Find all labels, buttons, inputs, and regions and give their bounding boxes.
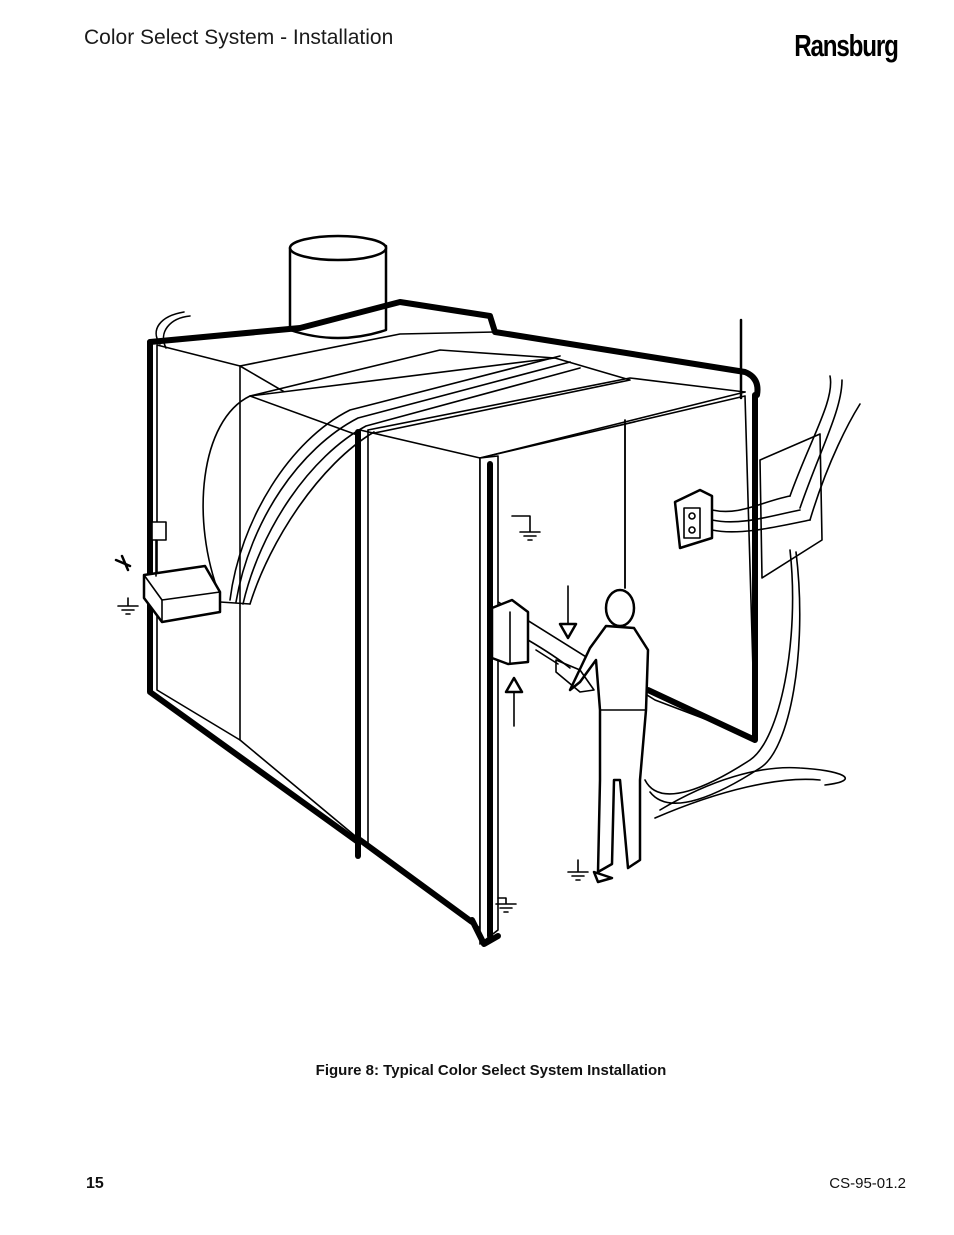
booth-left-wall (147, 331, 556, 845)
control-module-left (142, 521, 251, 624)
document-id: CS-95-01.2 (829, 1175, 906, 1192)
arrow-icon (114, 554, 132, 572)
figure-caption-text: Figure 8: Typical Color Select System In… (315, 1062, 667, 1079)
booth-front-panel (355, 429, 481, 929)
hose-bundle (155, 311, 581, 605)
exhaust-stack (288, 234, 388, 340)
gun-controller (490, 598, 571, 669)
arrow-up-icon (504, 676, 524, 727)
page-number: 15 (86, 1175, 104, 1192)
arrow-down-icon (558, 585, 578, 640)
figure-caption: Figure 8: Typical Color Select System In… (0, 1062, 954, 1079)
installation-illustration (100, 220, 880, 960)
junction-panel-right (673, 375, 861, 579)
ground-symbol-icon (567, 859, 589, 881)
roof-outline (147, 299, 761, 398)
section-title: Color Select System - Installation (84, 26, 394, 49)
ground-symbol-icon (495, 897, 517, 913)
ground-symbol-icon (117, 597, 139, 615)
booth-drawing (114, 234, 861, 947)
door-post (357, 455, 501, 947)
ground-symbol-icon (511, 515, 541, 541)
operator-figure (535, 588, 650, 884)
brand-logo: Ransburg (794, 28, 900, 63)
floor-hoses (644, 549, 847, 819)
